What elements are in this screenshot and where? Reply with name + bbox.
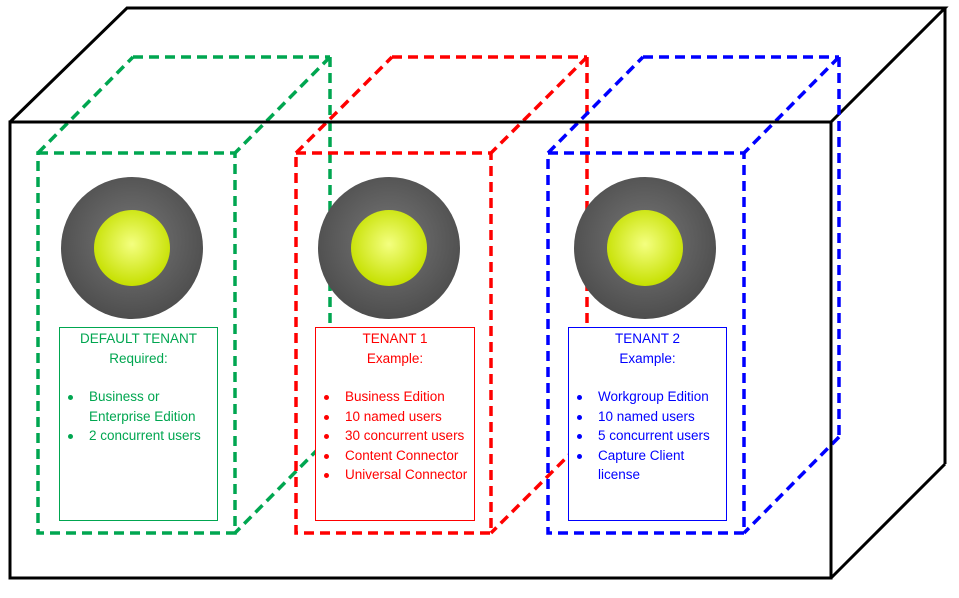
list-item: Business Edition (316, 387, 474, 407)
tenant-items: Business Edition 10 named users 30 concu… (316, 387, 474, 485)
tenant-title: TENANT 2 (614, 331, 680, 346)
outer-box (8, 6, 949, 580)
tenant-items: Business or Enterprise Edition 2 concurr… (60, 387, 217, 446)
outer-box-back-bottom (829, 462, 947, 580)
tenant-disc-2 (574, 177, 716, 319)
tenant-subtitle: Required: (109, 350, 168, 366)
list-item: Content Connector (316, 446, 474, 466)
default-tenant-label-box: DEFAULT TENANT Required: Business or Ent… (59, 327, 218, 521)
list-item: Workgroup Edition (569, 387, 726, 407)
default-tenant-cube (36, 55, 332, 535)
tenant-subtitle: Example: (619, 350, 676, 366)
list-item: Universal Connector (316, 465, 474, 485)
list-item: 10 named users (316, 407, 474, 427)
list-item: 30 concurrent users (316, 426, 474, 446)
outer-box-back-top (8, 6, 949, 124)
list-item: 10 named users (569, 407, 726, 427)
tenant-disc-default (61, 177, 203, 319)
tenant-2-cube (546, 55, 841, 535)
tenant-title: TENANT 1 (362, 331, 428, 346)
tenant-subtitle: Example: (366, 350, 424, 366)
list-item: Capture Client license (569, 446, 726, 485)
list-item: 2 concurrent users (60, 426, 217, 446)
list-item: 5 concurrent users (569, 426, 726, 446)
list-item: Business or Enterprise Edition (60, 387, 217, 426)
tenant-2-label-box: TENANT 2 Example: Workgroup Edition 10 n… (568, 327, 727, 521)
tenant-1-cube (294, 55, 589, 535)
tenant-1-label-box: TENANT 1 Example: Business Edition 10 na… (315, 327, 475, 521)
tenant-items: Workgroup Edition 10 named users 5 concu… (569, 387, 726, 485)
tenant-disc-1 (318, 177, 460, 319)
tenant-title: DEFAULT TENANT (79, 331, 198, 346)
outer-box-front (8, 120, 833, 580)
